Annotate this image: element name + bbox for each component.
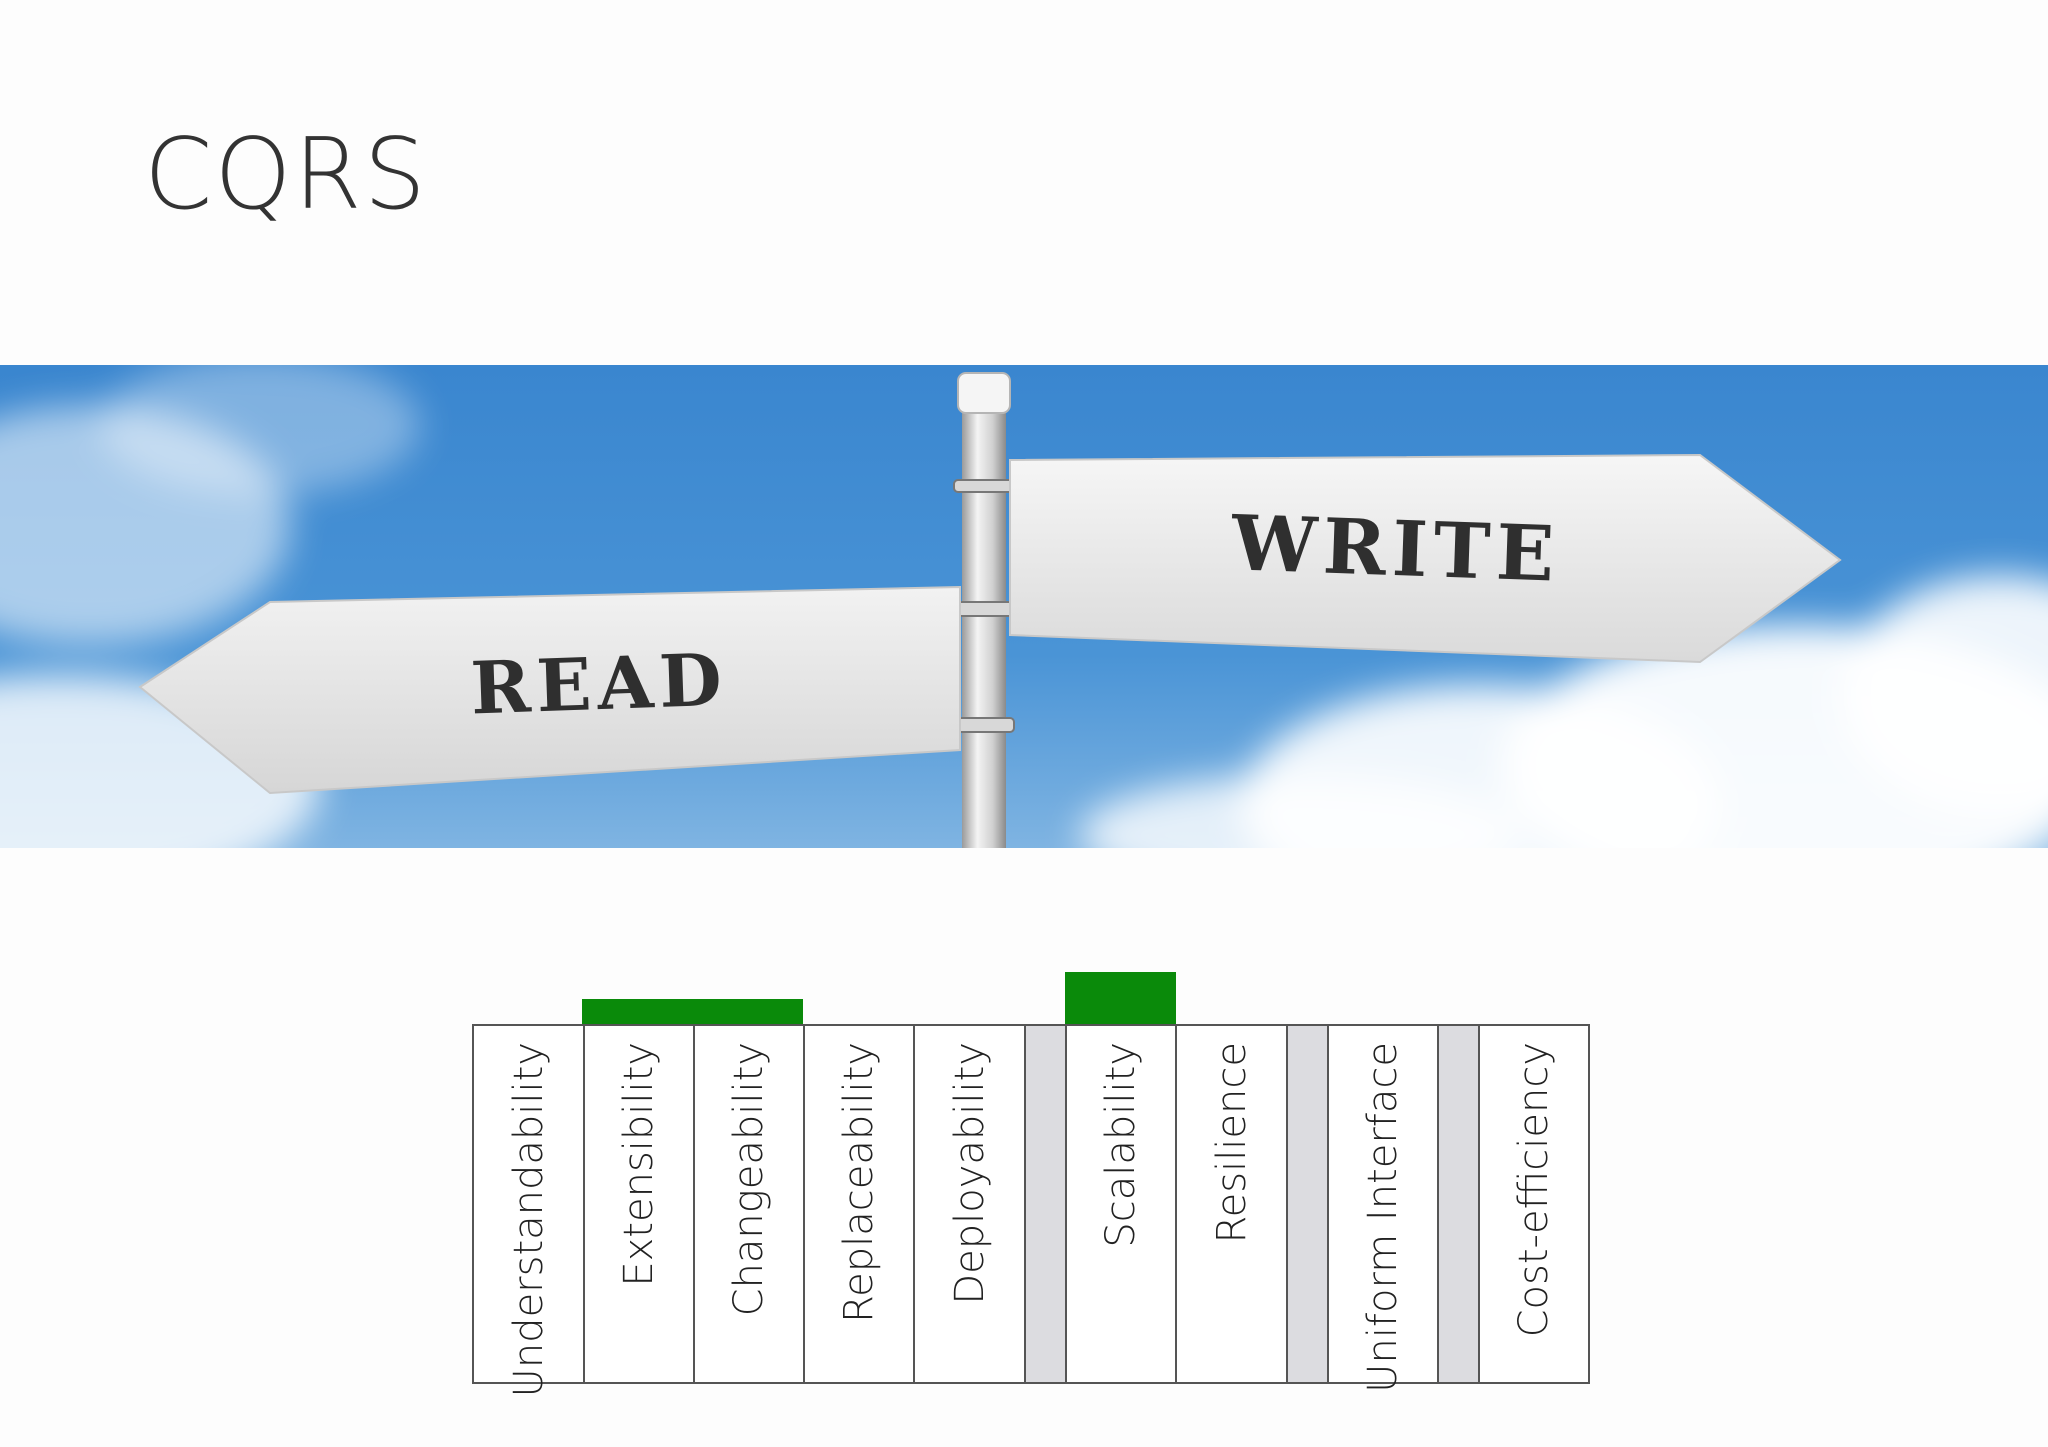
quality-column: Changeability xyxy=(695,1026,805,1382)
quality-column: Cost-efficiency xyxy=(1480,1026,1588,1382)
write-sign-label: WRITE xyxy=(1229,498,1561,598)
quality-label: Resilience xyxy=(1208,1042,1255,1244)
quality-column: Extensibility xyxy=(585,1026,695,1382)
quality-column: Resilience xyxy=(1177,1026,1288,1382)
read-write-signpost-image: WRITE READ xyxy=(0,365,2048,848)
quality-label: Scalability xyxy=(1098,1042,1144,1248)
column-spacer xyxy=(1288,1026,1329,1382)
column-spacer xyxy=(1026,1026,1067,1382)
quality-label: Uniform Interface xyxy=(1360,1042,1406,1393)
quality-label: Extensibility xyxy=(616,1042,662,1287)
read-sign-label: READ xyxy=(469,637,729,731)
quality-column: Understandability xyxy=(474,1026,585,1397)
quality-label: Changeability xyxy=(726,1042,772,1317)
page-title: CQRS xyxy=(144,118,428,232)
highlight-bar-extensibility-changeability xyxy=(582,999,803,1025)
quality-attributes-table: Understandability Extensibility Changeab… xyxy=(472,1024,1590,1397)
quality-label: Deployability xyxy=(946,1042,993,1305)
highlight-bar-scalability xyxy=(1065,972,1176,1025)
quality-column: Scalability xyxy=(1067,1026,1177,1382)
column-spacer xyxy=(1439,1026,1480,1382)
quality-column: Replaceability xyxy=(805,1026,915,1382)
quality-label: Understandability xyxy=(505,1042,552,1398)
quality-label: Replaceability xyxy=(836,1042,882,1323)
quality-label: Cost-efficiency xyxy=(1511,1042,1557,1338)
quality-column: Uniform Interface xyxy=(1329,1026,1439,1393)
quality-column: Deployability xyxy=(915,1026,1026,1382)
